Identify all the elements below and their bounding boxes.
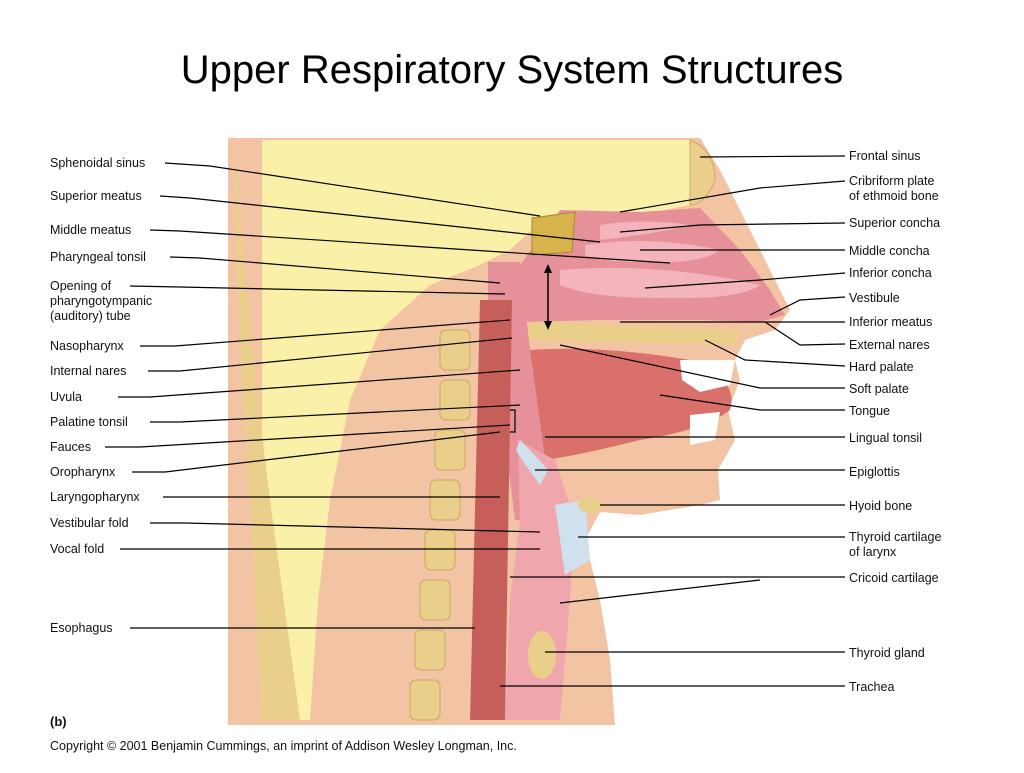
right-leader-lines <box>500 155 846 687</box>
left-leader-lines <box>105 162 671 629</box>
label-middle-meatus: Middle meatus <box>50 223 132 237</box>
label-thyroid-cartilage-line-2: of larynx <box>849 545 897 559</box>
oropharynx-bracket <box>510 409 516 433</box>
label-soft-palate: Soft palate <box>849 382 909 396</box>
label-opening-line-2: pharyngotympanic <box>50 294 153 308</box>
tongue-shape <box>530 348 732 460</box>
epiglottis-shape <box>516 440 548 485</box>
label-vestibular-fold: Vestibular fold <box>50 516 129 530</box>
label-hard-palate: Hard palate <box>849 360 914 374</box>
label-superior-meatus: Superior meatus <box>50 189 142 203</box>
teeth <box>680 360 735 392</box>
skull-outline <box>235 145 300 720</box>
label-palatine-tonsil: Palatine tonsil <box>50 415 128 429</box>
frontal-sinus <box>689 139 716 206</box>
label-thyroid-gland: Thyroid gland <box>849 646 925 660</box>
label-esophagus: Esophagus <box>50 621 113 635</box>
label-inferior-concha: Inferior concha <box>849 266 932 280</box>
vertebral-column <box>409 329 471 721</box>
slide-title: Upper Respiratory System Structures <box>180 48 844 92</box>
label-epiglottis: Epiglottis <box>849 465 900 479</box>
hard-palate-shape <box>520 322 740 345</box>
label-frontal-sinus: Frontal sinus <box>849 149 921 163</box>
label-lingual-tonsil: Lingual tonsil <box>849 431 922 445</box>
hyoid-bone-shape <box>578 497 602 513</box>
panel-label: (b) <box>50 714 67 729</box>
copyright-notice: Copyright © 2001 Benjamin Cummings, an i… <box>50 739 517 753</box>
sphenoidal-sinus <box>531 211 576 256</box>
label-internal-nares: Internal nares <box>50 364 127 378</box>
label-pharyngeal-tonsil: Pharyngeal tonsil <box>50 250 146 264</box>
label-inferior-meatus: Inferior meatus <box>849 315 933 329</box>
label-sphenoidal-sinus: Sphenoidal sinus <box>50 156 146 170</box>
label-cribriform-line-2: of ethmoid bone <box>849 189 939 203</box>
label-external-nares: External nares <box>849 338 930 352</box>
cranial-cavity <box>262 140 690 720</box>
label-nasopharynx: Nasopharynx <box>50 339 124 353</box>
inferior-concha-shape <box>560 267 760 299</box>
label-cricoid-cartilage: Cricoid cartilage <box>849 571 939 585</box>
label-oropharynx: Oropharynx <box>50 465 116 479</box>
thyroid-gland-shape <box>528 631 556 679</box>
label-thyroid-cartilage-line-1: Thyroid cartilage <box>849 530 942 544</box>
label-fauces: Fauces <box>50 440 91 454</box>
label-vocal-fold: Vocal fold <box>50 542 105 556</box>
label-trachea: Trachea <box>849 680 895 694</box>
superior-concha-shape <box>600 221 690 240</box>
label-tongue: Tongue <box>849 404 891 418</box>
label-laryngopharynx: Laryngopharynx <box>50 490 140 504</box>
label-opening-line-3: (auditory) tube <box>50 309 131 323</box>
label-cribriform-line-1: Cribriform plate <box>849 174 935 188</box>
label-superior-concha: Superior concha <box>849 216 941 230</box>
esophagus-shape <box>470 300 512 720</box>
label-opening-line-1: Opening of <box>50 279 112 293</box>
thyroid-cartilage-shape <box>555 500 590 575</box>
label-uvula: Uvula <box>50 390 82 404</box>
label-vestibule: Vestibule <box>849 291 900 305</box>
label-middle-concha: Middle concha <box>849 244 930 258</box>
middle-concha-shape <box>585 241 720 263</box>
label-hyoid-bone: Hyoid bone <box>849 499 913 513</box>
